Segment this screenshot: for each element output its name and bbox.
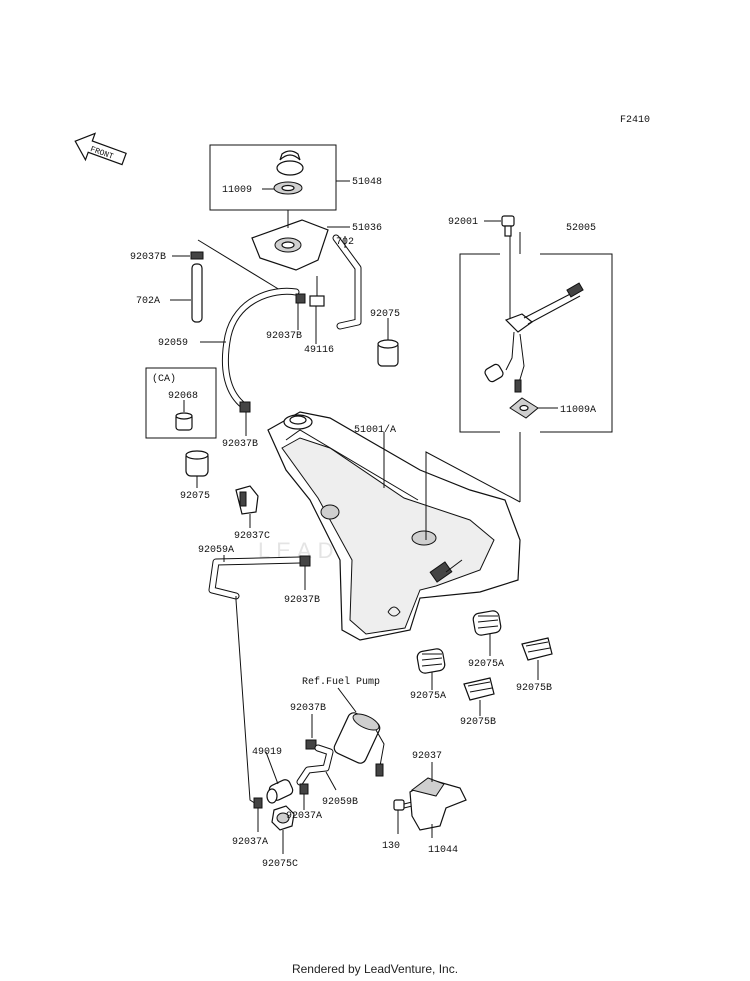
label-92075b-left: 92075B xyxy=(460,717,496,728)
label-51048: 51048 xyxy=(352,177,382,188)
label-52005: 52005 xyxy=(566,223,596,234)
damper-92075b-right-icon xyxy=(521,637,553,661)
label-92075-left: 92075 xyxy=(180,491,210,502)
label-92075a-right: 92075A xyxy=(468,659,504,670)
fuel-sender-icon xyxy=(484,282,584,393)
label-11044: 11044 xyxy=(428,845,458,856)
label-92001: 92001 xyxy=(448,217,478,228)
label-11009a: 11009A xyxy=(560,405,596,416)
label-49116: 49116 xyxy=(304,345,334,356)
label-92075a-left: 92075A xyxy=(410,691,446,702)
fuel-cap-icon xyxy=(273,150,304,195)
hose-92059a xyxy=(208,556,304,600)
fuel-filter-49019-icon xyxy=(266,779,294,804)
label-92037b-mid: 92037B xyxy=(266,331,302,342)
damper-92075a-right-icon xyxy=(472,610,502,636)
label-ref-fuel-pump: Ref.Fuel Pump xyxy=(302,676,380,688)
damper-92075-left-icon xyxy=(185,450,209,477)
cap-assembly-box xyxy=(209,144,337,211)
hose-702a xyxy=(191,263,203,323)
label-ca: (CA) xyxy=(152,373,176,385)
label-92037c: 92037C xyxy=(234,531,270,542)
fuel-tank-icon xyxy=(267,411,521,641)
front-arrow-icon: FRONT xyxy=(74,132,127,166)
damper-92075-right-icon xyxy=(377,339,399,367)
label-92075b-right: 92075B xyxy=(516,683,552,694)
clamp-92037b-top xyxy=(190,251,204,260)
clamp-92037a-right xyxy=(299,783,309,795)
label-92068: 92068 xyxy=(168,391,198,402)
clamp-92037a-left xyxy=(253,797,263,809)
label-92037b-pump: 92037B xyxy=(290,703,326,714)
label-702a: 702A xyxy=(136,296,160,307)
label-92037b-lower: 92037B xyxy=(284,595,320,606)
label-92037: 92037 xyxy=(412,751,442,762)
clamp-92037b-tank xyxy=(239,401,251,413)
part-92068-icon xyxy=(175,412,193,431)
label-92059: 92059 xyxy=(158,338,188,349)
footer-credit: Rendered by LeadVenture, Inc. xyxy=(291,962,459,976)
label-92075-right: 92075 xyxy=(370,309,400,320)
damper-92075a-left-icon xyxy=(416,648,446,674)
label-92059b: 92059B xyxy=(322,797,358,808)
figure-code: F2410 xyxy=(620,115,650,126)
label-92075c: 92075C xyxy=(262,859,298,870)
label-92037b-top: 92037B xyxy=(130,252,166,263)
bracket-92037c-icon xyxy=(235,485,259,515)
ca-box xyxy=(145,367,217,439)
damper-92075b-left-icon xyxy=(463,677,495,701)
screw-92001-icon xyxy=(501,215,515,237)
label-92037a-right: 92037A xyxy=(286,811,322,822)
clamp-92037b-mid xyxy=(295,293,306,304)
clamp-92037b-pump-icon xyxy=(305,739,317,750)
label-702: 702 xyxy=(336,237,354,248)
label-11009: 11009 xyxy=(222,185,252,196)
breather-hose-92059 xyxy=(221,287,300,410)
label-130: 130 xyxy=(382,841,400,852)
damper-92075c-icon xyxy=(271,805,295,831)
bracket-11044-icon xyxy=(409,777,467,831)
joint-49116-icon xyxy=(309,276,325,307)
fuel-pump-icon xyxy=(333,712,385,777)
clamp-92037b-lower xyxy=(299,555,311,567)
label-51001a: 51001/A xyxy=(354,424,396,436)
filler-neck-icon xyxy=(251,219,329,271)
label-92037b-tank: 92037B xyxy=(222,439,258,450)
gasket-11009a-icon xyxy=(509,397,539,419)
label-92037a-left: 92037A xyxy=(232,837,268,848)
label-92059a: 92059A xyxy=(198,545,234,556)
label-49019: 49019 xyxy=(252,747,282,758)
label-51036: 51036 xyxy=(352,223,382,234)
